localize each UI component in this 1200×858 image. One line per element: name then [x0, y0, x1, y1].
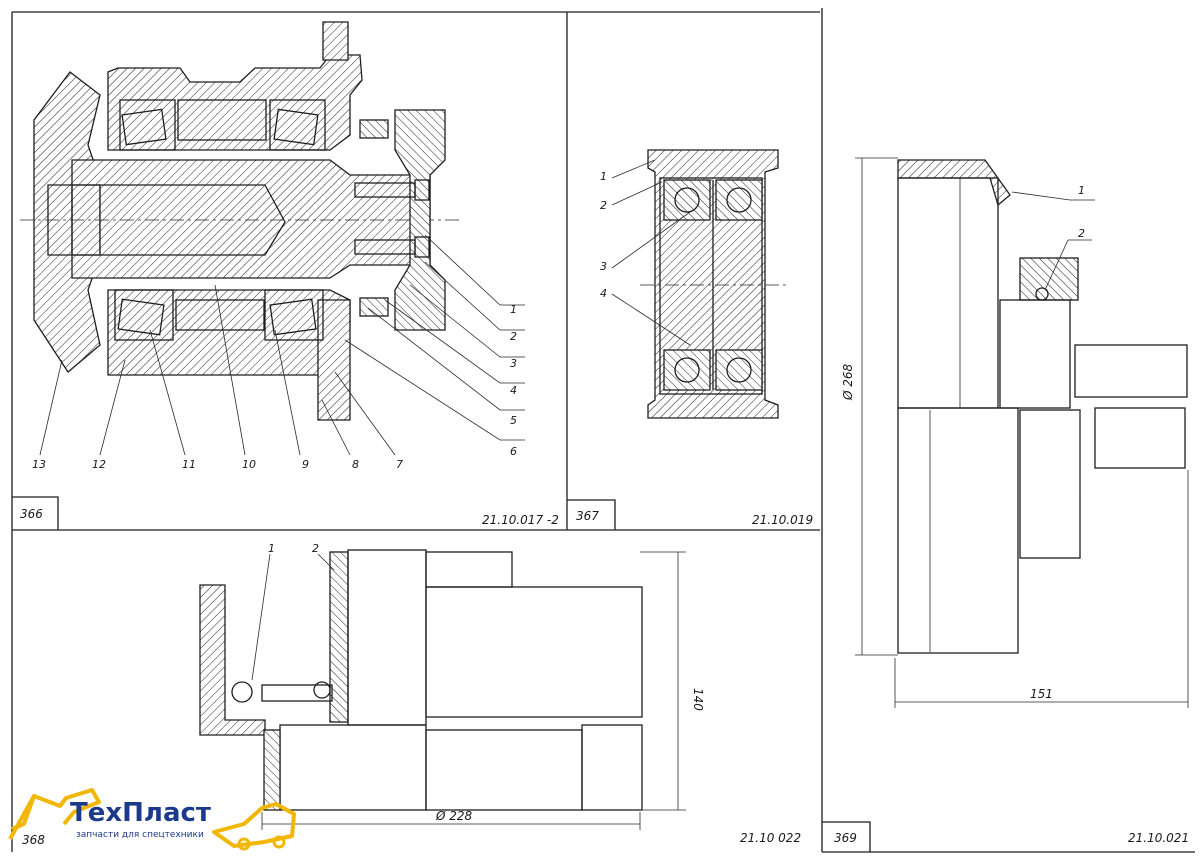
leader-lines-369: [1011, 191, 1095, 291]
dimension-369-d268: Ø 268: [841, 363, 855, 401]
callout-366-5: 5: [510, 414, 517, 427]
dimension-368-140: 140: [691, 688, 705, 711]
callout-366-2: 2: [510, 330, 517, 343]
callout-367-1: 1: [600, 170, 607, 183]
drawing-369-drum-shaft: [897, 159, 1188, 654]
logo-tagline: запчасти для спецтехники: [76, 830, 204, 840]
dimensions-368: 140 Ø 228: [261, 551, 705, 830]
callout-369-2: 2: [1078, 227, 1085, 240]
callout-367-3: 3: [600, 260, 607, 273]
leader-lines-368: [251, 553, 335, 681]
panel-number-367: 367: [576, 509, 599, 523]
panel-369: Ø 268 151 1 2 369 21.10.021: [822, 157, 1189, 852]
callout-366-6: 6: [510, 445, 517, 458]
drawing-366-bevel-gear-assembly: [20, 21, 460, 421]
callout-366-10: 10: [242, 458, 256, 471]
callouts-368: 1 2: [268, 542, 319, 555]
callout-366-11: 11: [182, 458, 196, 471]
callout-366-1: 1: [510, 303, 517, 316]
callout-366-3: 3: [510, 357, 517, 370]
drawing-code-366: 21.10.017 -2: [482, 513, 559, 527]
callouts-369: 1 2: [1078, 184, 1085, 240]
panel-367: 1 2 3 4 367 21.10.019: [567, 149, 813, 530]
panel-368: 140 Ø 228 1 2 368 21.10 022: [22, 542, 801, 847]
panel-number-369: 369: [834, 831, 857, 845]
dimension-368-d228: Ø 228: [435, 809, 473, 823]
callouts-367: 1 2 3 4: [600, 170, 607, 300]
logo-name: ТехПласт: [70, 798, 211, 828]
panel-366: 1 2 3 4 5 6 7 8 9 10 11 12 13 366 21.10.…: [12, 21, 559, 530]
panel-number-366: 366: [20, 507, 43, 521]
panel-number-368: 368: [22, 833, 45, 847]
callout-367-2: 2: [600, 199, 607, 212]
callout-368-1: 1: [268, 542, 275, 555]
dimension-369-151: 151: [1030, 687, 1053, 701]
leader-lines-366: [39, 234, 525, 456]
callout-368-2: 2: [312, 542, 319, 555]
drawing-code-369: 21.10.021: [1128, 831, 1189, 845]
drawing-368-gear-hub: [199, 549, 643, 811]
callout-366-12: 12: [92, 458, 106, 471]
excavator-icon: [8, 788, 296, 851]
callout-366-4: 4: [510, 384, 517, 397]
callout-366-9: 9: [302, 458, 309, 471]
drawing-code-368: 21.10 022: [740, 831, 801, 845]
callout-369-1: 1: [1078, 184, 1085, 197]
techplast-logo: ТехПласт запчасти для спецтехники: [4, 784, 304, 854]
sheet-frame: [11, 8, 1195, 853]
callout-366-8: 8: [352, 458, 359, 471]
callouts-366: 1 2 3 4 5 6 7 8 9 10 11 12 13: [32, 303, 517, 471]
dimensions-369: Ø 268 151: [841, 157, 1189, 708]
leader-lines-367: [611, 159, 691, 346]
drawing-367-double-bearing: [640, 149, 790, 419]
callout-367-4: 4: [600, 287, 607, 300]
callout-366-7: 7: [396, 458, 403, 471]
drawing-code-367: 21.10.019: [752, 513, 813, 527]
callout-366-13: 13: [32, 458, 46, 471]
